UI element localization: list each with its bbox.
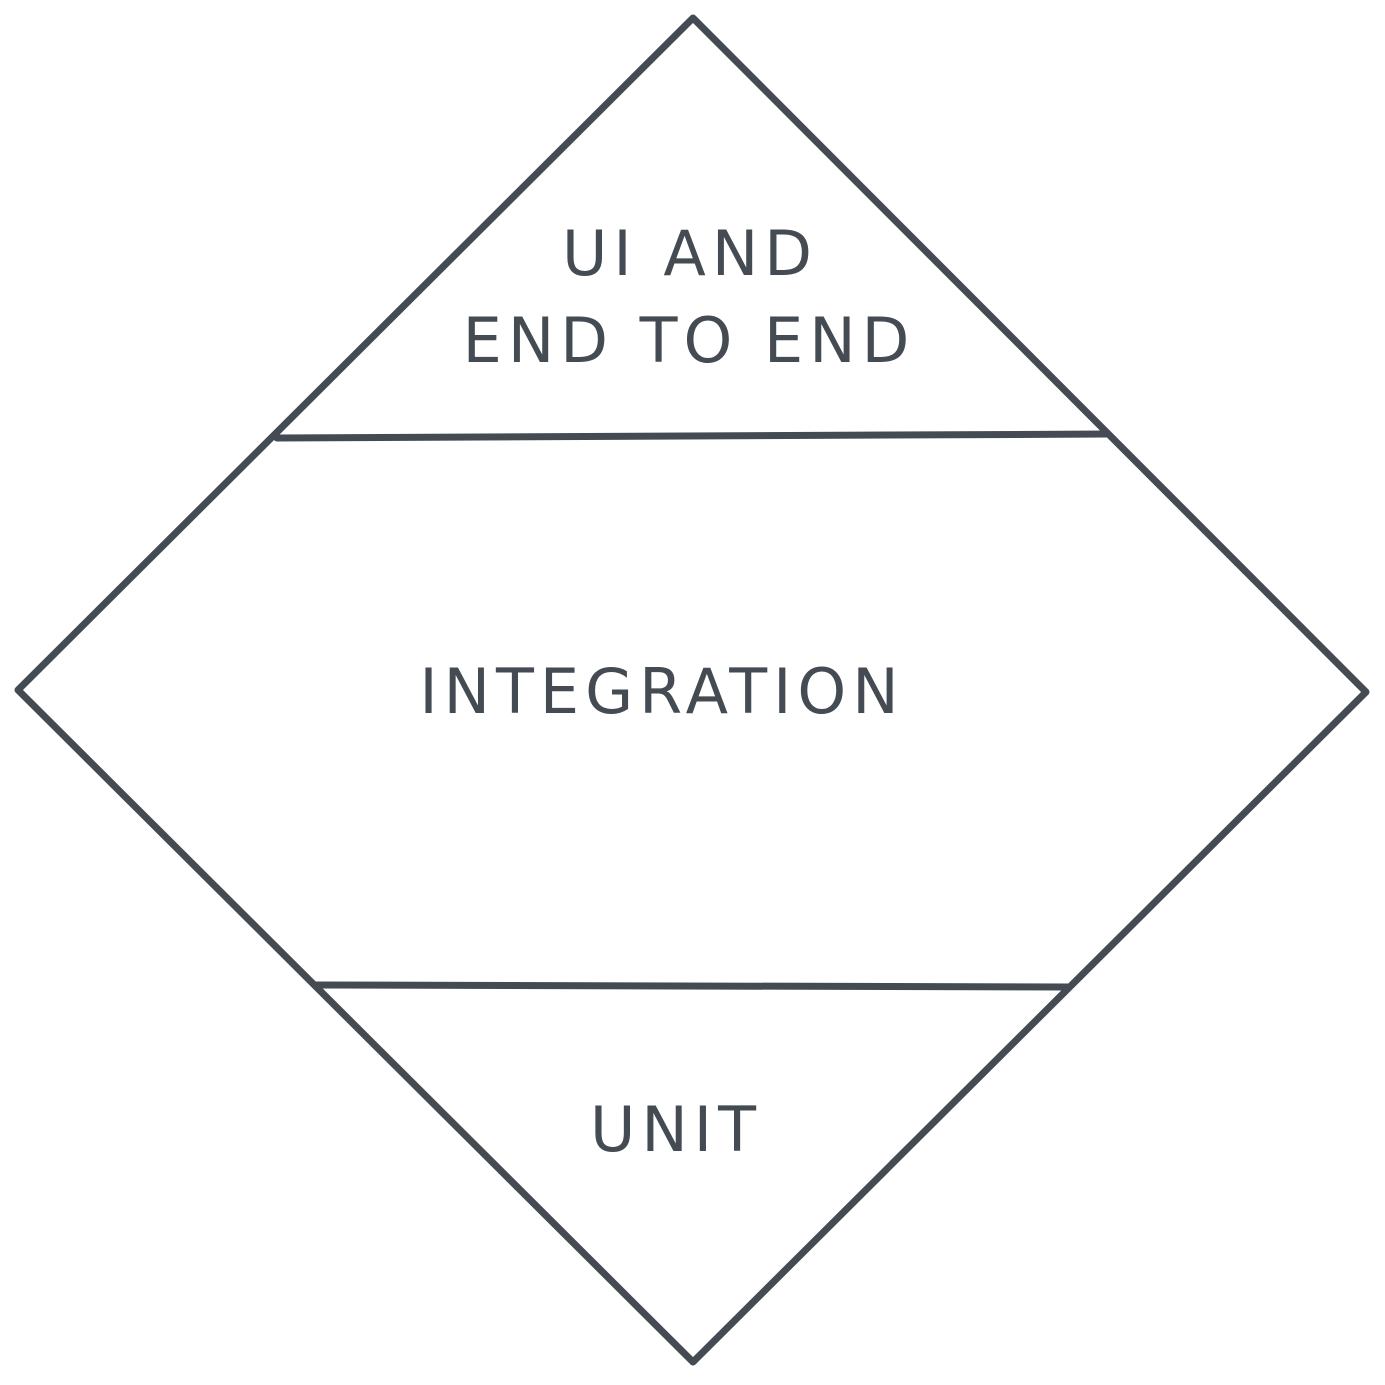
tier-middle: INTEGRATION xyxy=(419,655,904,728)
tier-bottom-line-1: UNIT xyxy=(590,1093,762,1166)
divider-bottom xyxy=(312,981,1072,991)
tier-top-line-1: UI AND xyxy=(562,217,818,290)
tier-middle-line-1: INTEGRATION xyxy=(419,655,904,728)
diamond-outline xyxy=(14,14,1370,1366)
tier-top-line-2: END TO END xyxy=(463,304,916,377)
tier-top: UI AND END TO END xyxy=(463,217,916,377)
tier-bottom: UNIT xyxy=(590,1093,762,1166)
divider-top xyxy=(273,430,1112,442)
